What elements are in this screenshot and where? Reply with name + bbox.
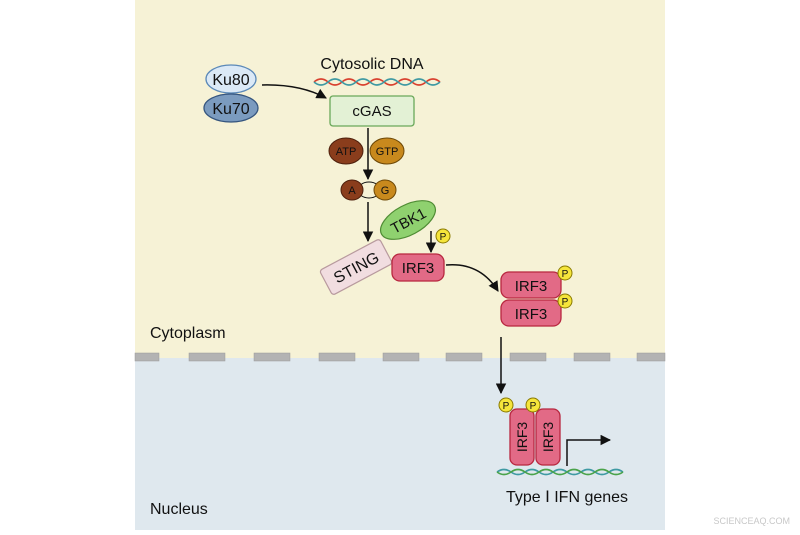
nuclear-membrane — [134, 352, 666, 362]
irf3-dimer-top-label: IRF3 — [515, 278, 548, 295]
cgamp-g-label: G — [381, 185, 390, 197]
irf3-dimer: IRF3 IRF3 P P — [500, 265, 573, 327]
gtp-label: GTP — [376, 146, 399, 158]
genomic-dna-helix — [496, 468, 624, 476]
irf3-inactive: IRF3 — [391, 253, 445, 282]
cytoplasm-label: Cytoplasm — [150, 325, 226, 342]
watermark: SCIENCEAQ.COM — [713, 516, 790, 526]
transcription-arrow — [566, 434, 612, 466]
cgamp-a-label: A — [348, 185, 356, 197]
cgamp: A G — [340, 179, 397, 201]
nucleus-region — [135, 358, 665, 530]
tbk1: TBK1 — [379, 200, 437, 240]
irf3-dimerization-arrow — [445, 263, 499, 292]
atp: ATP — [328, 137, 364, 165]
phospho-label: P — [562, 269, 569, 280]
ku70-label: Ku70 — [212, 101, 249, 118]
type-i-ifn-genes-label: Type Ⅰ IFN genes — [506, 489, 628, 506]
phospho-label: P — [440, 232, 447, 243]
gtp: GTP — [369, 137, 405, 165]
irf3-nuclear-right-label: IRF3 — [540, 422, 556, 453]
phospho-label: P — [530, 401, 537, 412]
phospho-label: P — [562, 297, 569, 308]
phospho-tbk1: P — [435, 228, 451, 244]
irf3-label: IRF3 — [402, 260, 435, 277]
nucleus-label: Nucleus — [150, 501, 208, 518]
ku80: Ku80 — [205, 64, 257, 94]
irf3-dimer-bottom-label: IRF3 — [515, 306, 548, 323]
cytosolic-dna-label: Cytosolic DNA — [320, 56, 423, 73]
atp-label: ATP — [336, 146, 357, 158]
phospho-label: P — [503, 401, 510, 412]
cytoplasm-region — [135, 0, 665, 358]
ku-to-cgas-arrow — [261, 84, 327, 99]
ku70: Ku70 — [203, 93, 259, 123]
irf3-nuclear-dimer: IRF3 IRF3 P P — [498, 397, 561, 466]
irf3-nuclear-left-label: IRF3 — [514, 422, 530, 453]
cgas: cGAS — [329, 95, 415, 127]
cgas-label: cGAS — [352, 103, 391, 120]
cytosolic-dna-helix — [313, 78, 441, 86]
ku80-label: Ku80 — [212, 72, 249, 89]
